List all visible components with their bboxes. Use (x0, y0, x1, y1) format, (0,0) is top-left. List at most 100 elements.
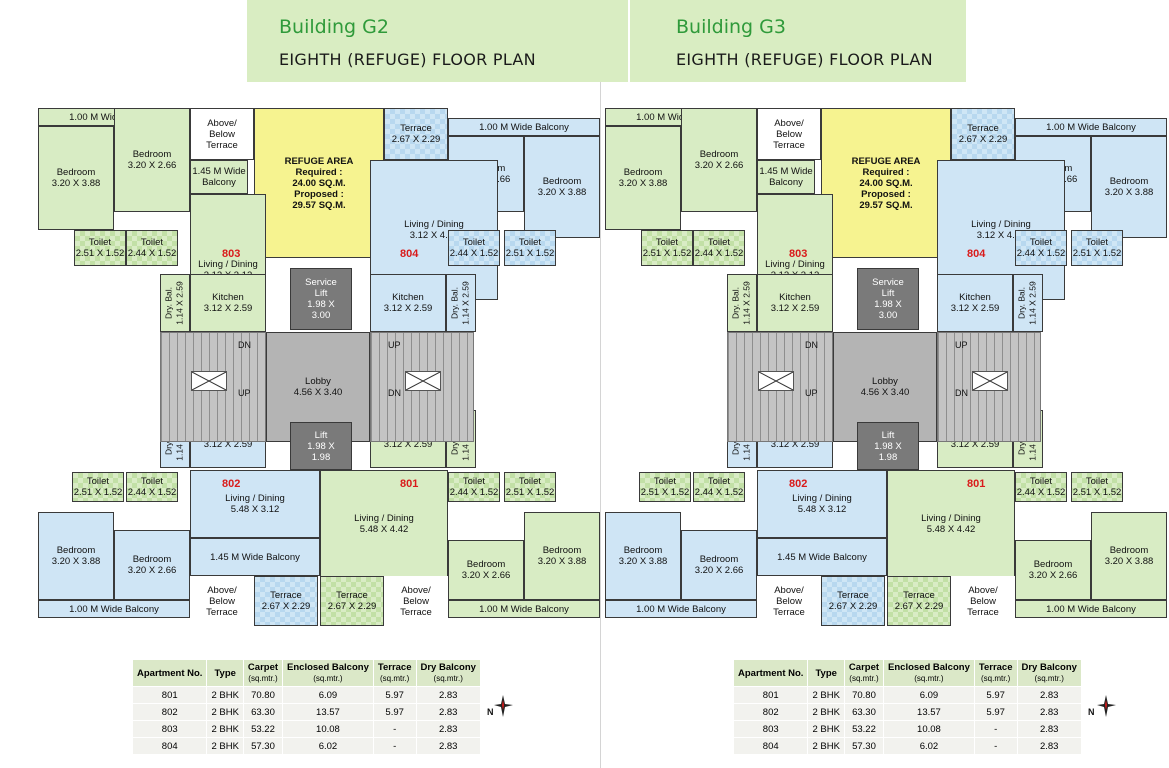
room-label: Toilet 2.51 X 1.52 (642, 237, 692, 259)
room-bed-bl2: Bedroom 3.20 X 2.66 (114, 530, 190, 600)
room-bed-br2: Bedroom 3.20 X 3.88 (1091, 512, 1167, 600)
room-terrace-b2: Terrace 2.67 X 2.29 (887, 576, 951, 626)
room-label: Living / Dining 5.48 X 4.42 (921, 513, 981, 535)
table-header: Type (206, 659, 244, 687)
table-cell: 803 (732, 720, 809, 738)
header-label: Apartment No. (738, 667, 804, 679)
room-label: Living / Dining 5.48 X 4.42 (354, 513, 414, 535)
stair-dn-label: DN (388, 388, 401, 398)
room-label: Toilet 2.44 X 1.52 (1016, 237, 1066, 259)
table-cell: 2.83 (415, 686, 481, 704)
room-label: Bedroom 3.20 X 3.88 (51, 167, 101, 189)
room-label: Bedroom 3.20 X 3.88 (537, 545, 587, 567)
room-terrace-b1: Terrace 2.67 X 2.29 (254, 576, 318, 626)
stair-up-label: UP (238, 388, 251, 398)
room-label: Toilet 2.44 X 1.52 (1016, 476, 1066, 498)
room-kitchen-l: Kitchen 3.12 X 2.59 (190, 274, 266, 332)
room-label: Toilet 2.44 X 1.52 (127, 476, 177, 498)
table-cell: 57.30 (242, 737, 284, 755)
room-label: Terrace 2.67 X 2.29 (828, 590, 878, 612)
room-label: Lobby 4.56 X 3.40 (293, 376, 343, 398)
table-cell: 2.83 (415, 703, 481, 721)
room-label: 1.00 M Wide Balcony (479, 121, 569, 133)
table-cell: 2.83 (1016, 703, 1082, 721)
room-label: Bedroom 3.20 X 2.66 (127, 149, 177, 171)
header-label: Terrace (377, 662, 412, 673)
room-label: Dry. Bal. 1.14 X 2.59 (1017, 281, 1039, 325)
header-unit: (sq.mtr.) (248, 674, 278, 683)
room-toilet-b2: Toilet 2.44 X 1.52 (693, 472, 745, 502)
room-bed-tr2: Bedroom 3.20 X 3.88 (1091, 136, 1167, 238)
building-title: Building G3 (676, 16, 786, 38)
table-cell: 2 BHK (807, 720, 845, 738)
room-toilet-a: Toilet 2.51 X 1.52 (74, 230, 126, 266)
table-cell: 10.08 (883, 720, 975, 738)
room-bed-bl2: Bedroom 3.20 X 2.66 (681, 530, 757, 600)
table-cell: - (372, 720, 417, 738)
unit-number: 802 (789, 478, 808, 490)
room-balcony-tr: 1.00 M Wide Balcony (1015, 118, 1167, 136)
table-cell: 70.80 (242, 686, 284, 704)
room-bed-bl1: Bedroom 3.20 X 3.88 (38, 512, 114, 600)
room-drybal-l: Dry. Bal. 1.14 X 2.59 (727, 274, 757, 332)
room-label: Toilet 2.51 X 1.52 (73, 476, 123, 498)
table-header: Dry Balcony(sq.mtr.) (1016, 659, 1082, 687)
room-label: REFUGE AREA Required : 24.00 SQ.M. Propo… (284, 155, 354, 211)
room-label: Lift 1.98 X 1.98 (874, 429, 902, 463)
room-drybal-l: Dry. Bal. 1.14 X 2.59 (160, 274, 190, 332)
room-label: Toilet 2.51 X 1.52 (75, 237, 125, 259)
table-cell: 804 (732, 737, 809, 755)
room-bed-br2: Bedroom 3.20 X 3.88 (524, 512, 600, 600)
table-cell: 2 BHK (206, 720, 244, 738)
room-abv-top: Above/ Below Terrace (190, 108, 254, 160)
header-label: Terrace (978, 662, 1013, 673)
room-label: Toilet 2.51 X 1.52 (505, 237, 555, 259)
table-cell: 804 (131, 737, 208, 755)
header-unit: (sq.mtr.) (981, 674, 1011, 683)
room-label: Dry. Bal. 1.14 X 2.59 (731, 281, 753, 325)
compass-north-label: N (1088, 707, 1095, 717)
room-label: 1.00 M Wide Balcony (1046, 121, 1136, 133)
room-toilet-b: Toilet 2.44 X 1.52 (693, 230, 745, 266)
room-label: Bedroom 3.20 X 2.66 (461, 559, 511, 581)
room-label: Toilet 2.51 X 1.52 (1072, 476, 1122, 498)
building-title: Building G2 (279, 16, 389, 38)
room-lift: Lift 1.98 X 1.98 (857, 422, 919, 470)
table-cell: - (372, 737, 417, 755)
room-label: Above/ Below Terrace (967, 584, 999, 618)
header-label: Carpet (848, 662, 880, 673)
table-header: Carpet(sq.mtr.) (843, 659, 885, 687)
room-label: Toilet 2.51 X 1.52 (505, 476, 555, 498)
table-header: Carpet(sq.mtr.) (242, 659, 284, 687)
panel-divider (600, 82, 601, 768)
room-toilet-a2: Toilet 2.51 X 1.52 (639, 472, 691, 502)
room-living-802: Living / Dining 5.48 X 3.12 (757, 470, 887, 538)
room-terrace-top: Terrace 2.67 X 2.29 (384, 108, 448, 160)
room-balc-145-tl: 1.45 M Wide Balcony (757, 160, 815, 194)
room-label: Above/ Below Terrace (206, 584, 238, 618)
room-label: Living / Dining 5.48 X 3.12 (225, 493, 285, 515)
room-toilet-d2: Toilet 2.51 X 1.52 (504, 472, 556, 502)
table-cell: 63.30 (242, 703, 284, 721)
table-cell: - (973, 720, 1018, 738)
header-unit: (sq.mtr.) (313, 674, 343, 683)
unit-number: 804 (967, 248, 986, 260)
stair-dn-label: DN (955, 388, 968, 398)
compass-north-label: N (487, 707, 494, 717)
room-label: 1.00 M Wide Balcony (479, 603, 569, 615)
room-label: Living / Dining 5.48 X 3.12 (792, 493, 852, 515)
header-label: Type (815, 667, 837, 679)
table-cell: 10.08 (282, 720, 374, 738)
room-label: Terrace 2.67 X 2.29 (958, 123, 1008, 145)
void-icon (758, 371, 794, 391)
table-cell: 2 BHK (807, 686, 845, 704)
room-bed-tl1: Bedroom 3.20 X 3.88 (38, 126, 114, 230)
table-cell: 803 (131, 720, 208, 738)
table-cell: 53.22 (242, 720, 284, 738)
unit-number: 804 (400, 248, 419, 260)
room-label: Bedroom 3.20 X 2.66 (694, 554, 744, 576)
